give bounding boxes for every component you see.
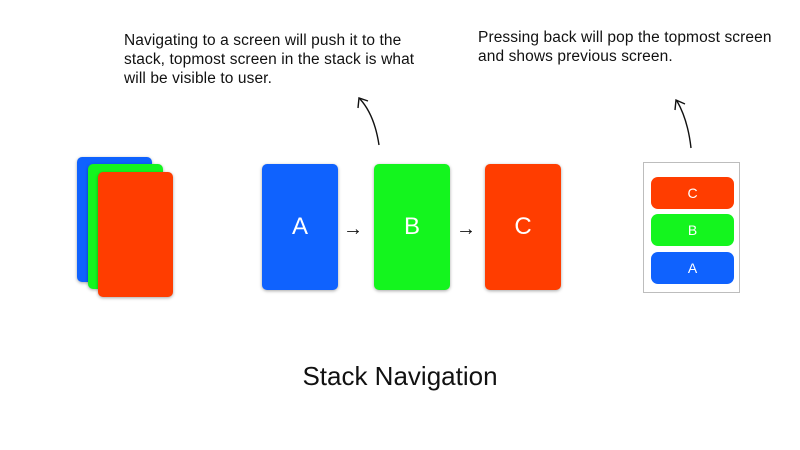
pop-annotation: Pressing back will pop the topmost scree…	[478, 29, 772, 65]
screen-b-label: B	[403, 213, 420, 240]
stack-item-b: B	[651, 214, 734, 246]
diagram-title: Stack Navigation	[302, 361, 498, 391]
stack-item-label: A	[687, 260, 698, 276]
navigation-stack: C B A	[643, 162, 740, 293]
pop-curved-arrow-icon	[674, 98, 692, 149]
right-arrow-icon: →	[456, 218, 476, 240]
deck-screen-red	[98, 172, 173, 297]
screen-a: A	[262, 164, 338, 290]
stack-item-c: C	[651, 177, 734, 209]
screen-a-label: A	[291, 213, 308, 240]
stack-item-label: B	[687, 222, 698, 238]
right-arrow-icon: →	[343, 218, 363, 240]
stack-item-a: A	[651, 252, 734, 284]
screen-b: B	[374, 164, 450, 290]
push-annotation: Navigating to a screen will push it to t…	[124, 32, 415, 87]
screen-c: C	[485, 164, 561, 290]
push-curved-arrow-icon	[357, 97, 380, 146]
screen-c-label: C	[514, 213, 532, 240]
stack-item-label: C	[687, 185, 698, 201]
